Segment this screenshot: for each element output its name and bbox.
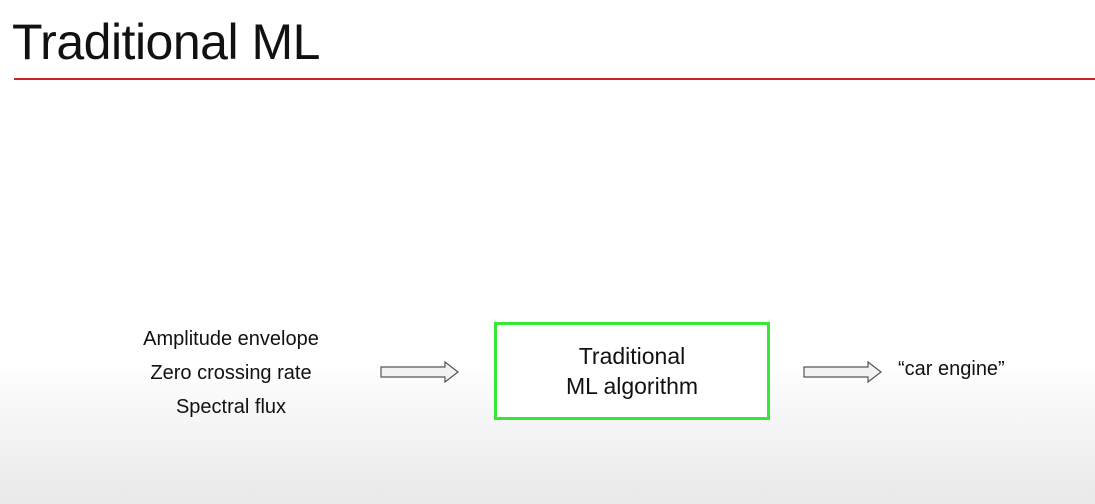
slide-title: Traditional ML (12, 14, 320, 70)
output-label: “car engine” (898, 358, 1005, 380)
algorithm-box: Traditional ML algorithm (494, 322, 770, 420)
algorithm-label-line2: ML algorithm (565, 373, 699, 399)
feature-item: Zero crossing rate (150, 362, 312, 384)
arrow-right-icon (803, 360, 882, 384)
title-divider (14, 78, 1095, 80)
feature-list: Amplitude envelope Zero crossing rate Sp… (100, 322, 362, 424)
arrow-right-icon (380, 360, 459, 384)
algorithm-label-line1: Traditional (578, 343, 686, 369)
feature-item: Spectral flux (175, 396, 287, 418)
feature-item: Amplitude envelope (143, 328, 319, 350)
